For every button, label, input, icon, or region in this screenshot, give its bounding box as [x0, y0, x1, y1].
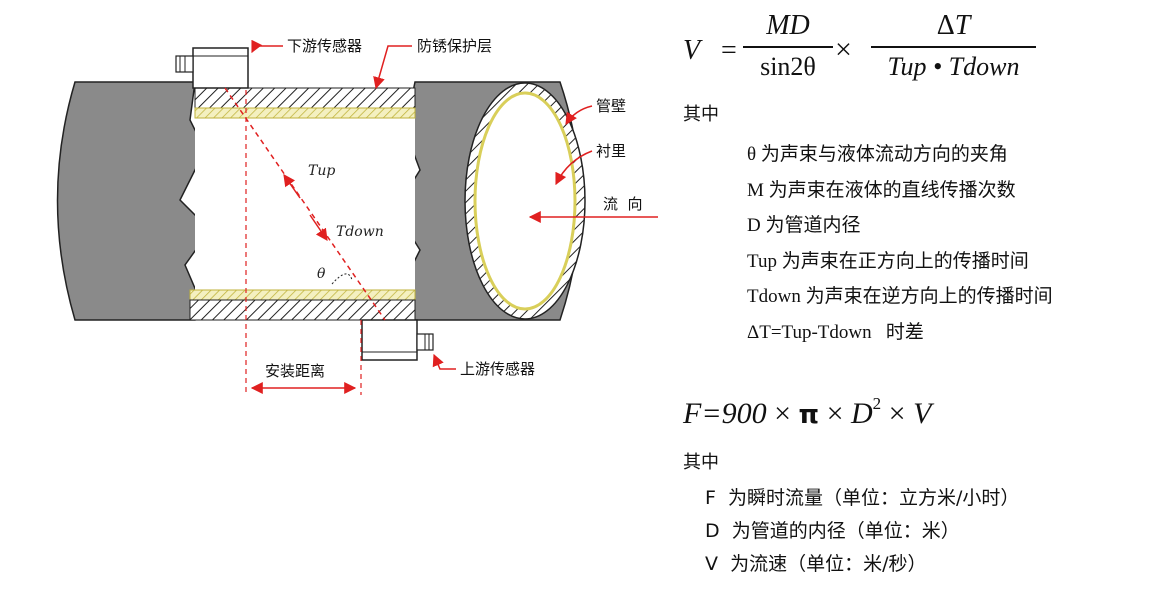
- label-tup: Tup: [308, 163, 335, 179]
- formula2-pi: π: [798, 400, 820, 430]
- definition-item: D 为管道的内径（单位：米）: [705, 520, 960, 542]
- formula1-fraction1: MD sin2θ: [743, 10, 833, 84]
- formula1-fraction2: ΔT Tup • Tdown: [871, 10, 1036, 84]
- formula1-frac1-denominator: sin2θ: [760, 51, 816, 81]
- formula1-delta: Δ: [936, 10, 955, 41]
- label-theta: θ: [317, 266, 326, 282]
- label-anti-rust-layer: 防锈保护层: [417, 37, 492, 55]
- lining-bottom: [189, 289, 416, 301]
- leader-downstream: [251, 39, 283, 54]
- flow-formula: F=900 × π × D2 × V: [683, 394, 931, 431]
- pipe-wall-bottom: [189, 299, 416, 321]
- label-lining: 衬里: [596, 142, 626, 160]
- pipe-end-lining: [473, 91, 577, 311]
- definition-item: M 为声束在液体的直线传播次数: [747, 179, 1016, 201]
- formula2-eq-900: =900: [701, 397, 767, 430]
- definition-item: Tdown 为声束在逆方向上的传播时间: [747, 286, 1053, 307]
- ultrasonic-flowmeter-diagram: 下游传感器 防锈保护层 管壁 衬里 流 向 安装距离 上游传感器 Tup Tdo…: [56, 37, 658, 395]
- velocity-formula: V = MD sin2θ × ΔT Tup • Tdown: [683, 8, 1063, 90]
- formula1-frac2-bar: [871, 46, 1036, 48]
- downstream-sensor: [175, 47, 249, 89]
- label-downstream-sensor: 下游传感器: [287, 37, 362, 55]
- upstream-sensor: [361, 319, 434, 361]
- definition-item: F 为瞬时流量（单位：立方米/小时）: [705, 487, 1020, 509]
- label-pipe-wall: 管壁: [596, 97, 626, 115]
- formula1-frac2-denominator: Tup • Tdown: [887, 51, 1020, 81]
- theta-arc: [331, 273, 353, 285]
- formula1-equals: =: [721, 35, 737, 66]
- tdown-arrow: [309, 214, 328, 241]
- definition-item: V 为流速（单位：米/秒）: [705, 553, 927, 575]
- formula2-v: V: [913, 397, 932, 430]
- formula1-frac2-numerator: ΔT: [871, 10, 1036, 42]
- formula2-d: D: [851, 397, 873, 430]
- formula1-t: T: [954, 10, 971, 41]
- formula2-times: ×: [766, 397, 799, 430]
- pipe-left-section: [56, 81, 211, 321]
- where-label-2: 其中: [683, 452, 719, 473]
- definition-item: ΔT=Tup-Tdown 时差: [747, 321, 924, 343]
- tup-arrow: [283, 174, 301, 199]
- leader-anti-rust: [373, 45, 412, 90]
- label-upstream-sensor: 上游传感器: [460, 360, 535, 378]
- pipe-interior: [195, 118, 415, 290]
- formula1-frac1-bar: [743, 46, 833, 48]
- leader-lining: [555, 150, 593, 186]
- formula2-times: ×: [819, 397, 851, 430]
- leader-pipe-wall: [565, 105, 593, 126]
- formula1-times: ×: [835, 33, 852, 66]
- definition-item: D 为管道内径: [747, 215, 861, 236]
- definition-item: Tup 为声束在正方向上的传播时间: [747, 250, 1029, 272]
- definition-item: θ 为声束与液体流动方向的夹角: [747, 144, 1008, 165]
- where-label-1: 其中: [683, 104, 719, 125]
- definitions-list-2: F 为瞬时流量（单位：立方米/小时） D 为管道的内径（单位：米） V 为流速（…: [705, 482, 1019, 581]
- leader-upstream: [432, 353, 456, 370]
- formula2-times: ×: [881, 397, 914, 430]
- formula1-lhs: V: [683, 35, 701, 66]
- lining-top: [194, 107, 416, 119]
- formula1-frac1-numerator: MD: [766, 10, 810, 41]
- label-tdown: Tdown: [336, 224, 384, 240]
- formula2-f: F: [683, 397, 702, 430]
- label-flow-direction: 流 向: [603, 195, 643, 213]
- sound-beam-path: [224, 87, 386, 321]
- definitions-list-1: θ 为声束与液体流动方向的夹角 M 为声束在液体的直线传播次数 D 为管道内径 …: [747, 137, 1053, 350]
- formula2-exponent: 2: [872, 394, 882, 413]
- label-install-distance: 安装距离: [265, 362, 325, 380]
- pipe-wall-top: [194, 87, 416, 109]
